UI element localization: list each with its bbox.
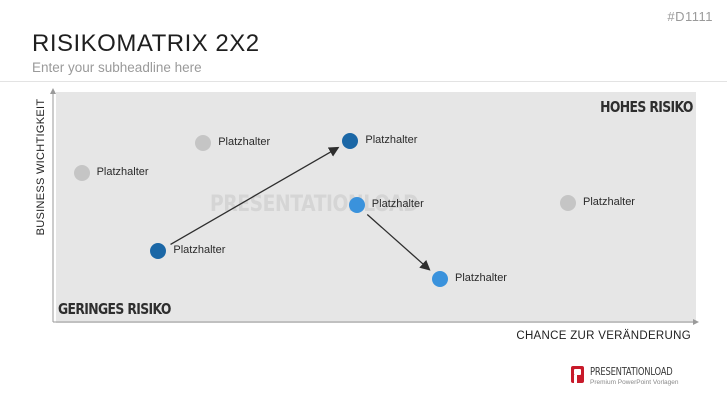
matrix-axes: [50, 88, 699, 325]
x-axis-label: CHANCE ZUR VERÄNDERUNG: [516, 330, 691, 342]
point-label: Platzhalter: [455, 272, 507, 285]
point-label: Platzhalter: [365, 133, 418, 146]
page-title: RISIKOMATRIX 2X2: [32, 30, 260, 57]
point-dot: [73, 164, 90, 181]
point-label: Platzhalter: [583, 195, 635, 208]
y-axis-label: BUSINESS WICHTIGKEIT: [35, 98, 47, 236]
brand-logo: PRESENTATIONLOAD Premium PowerPoint Vorl…: [571, 366, 711, 388]
point-label: Platzhalter: [173, 244, 226, 257]
label-low-risk: GERINGES RISIKO: [58, 300, 171, 318]
logo-icon: [571, 366, 584, 383]
logo-tagline: Premium PowerPoint Vorlagen: [590, 379, 679, 386]
header-divider: [0, 81, 727, 82]
point-label: Platzhalter: [218, 135, 271, 148]
risk-matrix-area: [56, 92, 696, 323]
point-dot: [348, 197, 365, 214]
label-high-risk: HOHES RISIKO: [600, 98, 693, 116]
point-label: Platzhalter: [371, 198, 424, 211]
point-dot: [560, 194, 576, 211]
page-subtitle: Enter your subheadline here: [32, 60, 202, 75]
logo-text: PRESENTATIONLOAD: [590, 366, 673, 378]
point-dot: [432, 271, 448, 288]
point-label: Platzhalter: [96, 165, 149, 178]
point-dot: [150, 243, 167, 260]
slide-code: #D1111: [667, 9, 713, 24]
point-dot: [342, 132, 359, 149]
point-dot: [195, 134, 212, 151]
